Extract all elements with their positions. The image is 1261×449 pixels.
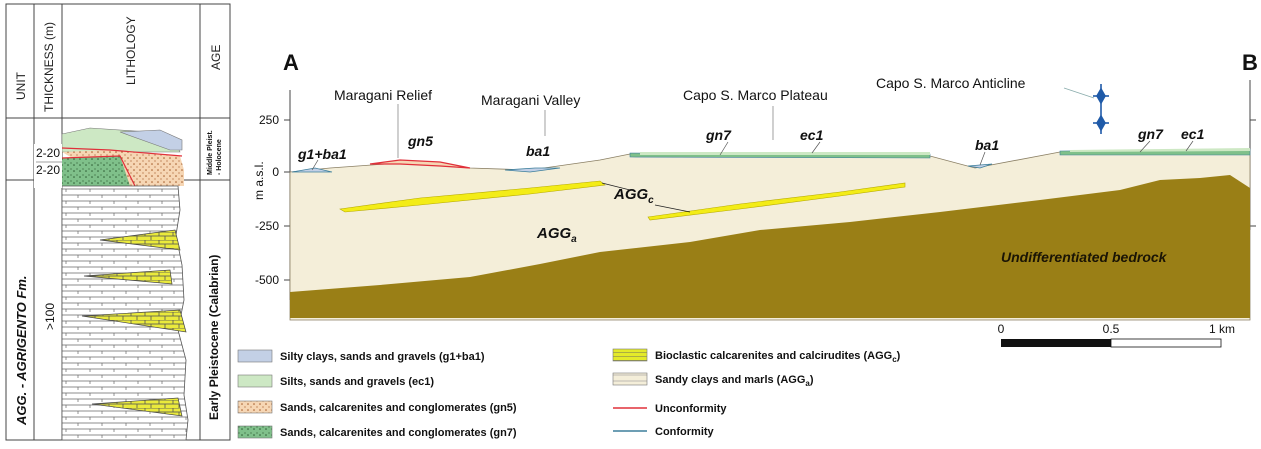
y-tick-label: -250 [255,219,279,233]
unit-ec1-left [640,152,930,155]
agg-c-lens-2 [647,182,906,221]
svg-text:Silts, sands and gravels (ec1): Silts, sands and gravels (ec1) [280,376,434,388]
bedrock-body [290,175,1250,318]
legend-item: Silts, sands and gravels (ec1) [237,374,434,388]
legend-item: Bioclastic calcarenites and calcirudites… [612,348,901,364]
section-start-label: A [283,50,299,75]
header-unit: UNIT [14,71,28,100]
unit-ec1-right [1070,148,1250,152]
svg-text:Sands, calcarenites and conglo: Sands, calcarenites and conglomerates (g… [280,427,517,439]
place-maragani-relief: Maragani Relief [334,87,432,103]
header-thickness: THICKNESS (m) [42,22,56,112]
legend-item: Sands, calcarenites and conglomerates (g… [237,425,517,439]
y-tick-label: 0 [272,165,279,179]
code-gn7-right: gn7 [1137,126,1164,142]
age-upper-line2: - Holocene [216,139,223,175]
upper-lithology [61,127,184,187]
cross-section: A B 250 0 -250 -500 m a.s.l. [252,50,1258,321]
code-gn7-left: gn7 [705,127,732,143]
place-capo-plateau: Capo S. Marco Plateau [683,87,828,103]
header-lithology: LITHOLOGY [124,16,138,85]
unit-ba1-valley [504,167,561,173]
unit-name: AGG. - AGRIGENTO Fm. [14,275,29,426]
place-maragani-valley: Maragani Valley [481,92,580,108]
label-bedrock: Undifferentiated bedrock [1001,249,1168,265]
code-ba1-left: ba1 [526,143,550,159]
scale-label-half: 0.5 [1103,322,1120,336]
place-capo-anticline: Capo S. Marco Anticline [876,75,1026,91]
anticline-icon [1093,84,1109,134]
agg-c-lens-1 [339,180,606,213]
y-tick-label: 250 [259,113,279,127]
unit-gn5 [369,159,471,169]
y-axis-label: m a.s.l. [252,161,266,200]
code-ec1-right: ec1 [1181,126,1205,142]
code-ec1-left: ec1 [800,127,824,143]
scale-label-0: 0 [998,322,1005,336]
y-axis: 250 0 -250 -500 m a.s.l. [252,90,291,300]
svg-text:Bioclastic calcarenites and ca: Bioclastic calcarenites and calcirudites… [655,350,901,364]
label-agg-c: AGGc [613,186,654,206]
age-upper-line1: Middle Pleist. [207,130,214,175]
thickness-lower: >100 [43,303,57,330]
legend-item: Unconformity [613,403,727,415]
svg-text:Sandy clays and marls (AGGa): Sandy clays and marls (AGGa) [655,374,814,388]
legend-item: Sandy clays and marls (AGGa) [612,372,814,388]
header-age: AGE [209,45,223,70]
code-ba1-right: ba1 [975,137,999,153]
svg-text:Unconformity: Unconformity [655,403,727,415]
svg-text:Conformity: Conformity [655,426,715,438]
code-g1ba1: g1+ba1 [297,146,347,162]
legend-item: Silty clays, sands and gravels (g1+ba1) [237,349,485,363]
thickness-upper-1: 2-20 [36,146,60,160]
label-agg-a: AGGa [536,225,577,245]
strat-column: UNIT THICKNESS (m) LITHOLOGY AGE 2-20 2-… [5,3,231,441]
age-lower: Early Pleistocene (Calabrian) [207,255,221,420]
svg-text:Silty clays, sands and gravels: Silty clays, sands and gravels (g1+ba1) [280,351,485,363]
thickness-upper-2: 2-20 [36,163,60,177]
scale-bar: 0 0.5 1 km [998,322,1235,348]
y-tick-label: -500 [255,273,279,287]
section-end-label: B [1242,50,1258,75]
calcarenite-lenses [81,229,187,417]
scale-label-1km: 1 km [1209,322,1235,336]
legend: Silty clays, sands and gravels (g1+ba1) … [237,348,901,439]
code-gn5: gn5 [407,133,433,149]
legend-item: Conformity [613,426,715,438]
legend-item: Sands, calcarenites and conglomerates (g… [237,400,517,414]
svg-text:Sands, calcarenites and conglo: Sands, calcarenites and conglomerates (g… [280,402,517,414]
